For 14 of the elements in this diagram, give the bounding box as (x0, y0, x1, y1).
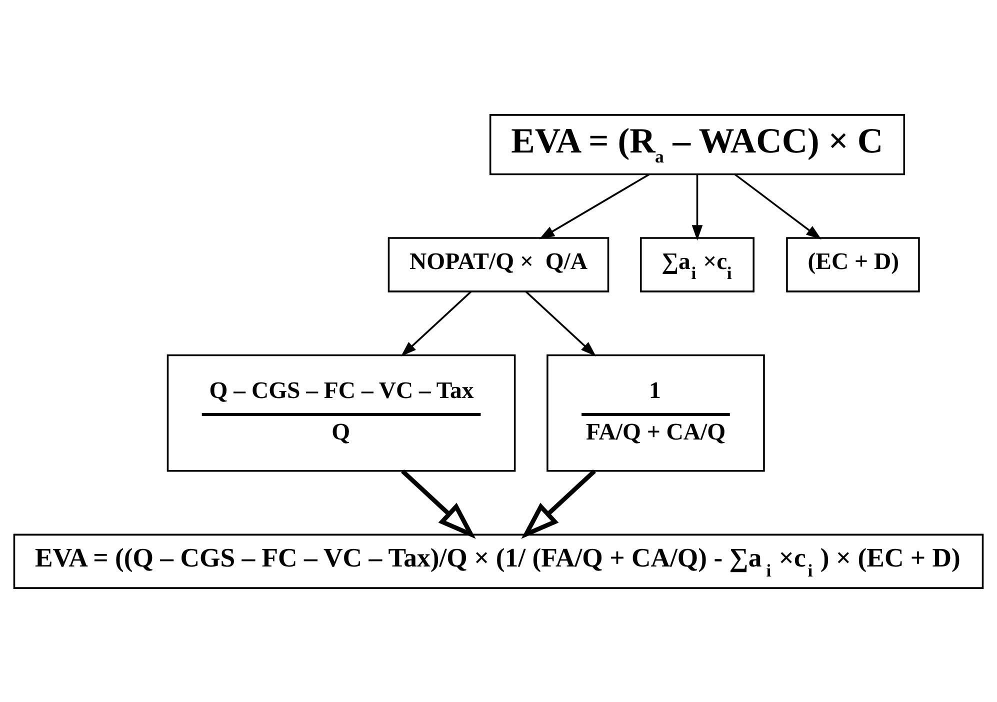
arrow (539, 173, 650, 239)
node-box: 1 FA/Q + CA/Q (546, 354, 765, 472)
arrow (401, 469, 476, 538)
arrow (692, 174, 703, 240)
arrow (734, 173, 822, 240)
arrow (521, 469, 596, 538)
arrow (525, 290, 596, 356)
node-box: ∑a$_{i}$ ×c$_{i}$ (640, 236, 754, 292)
arrow (400, 290, 472, 356)
node-box: (EC + D) (786, 236, 920, 292)
node-box: EVA = ((Q – CGS – FC – VC – Tax)/Q × (1/ (FA/Q + CA/Q) - ∑a$_{i}$ ×c$_{i}$ ) × (EC + D) (13, 533, 984, 588)
node-box: EVA = (R$_{a}$ – WACC) × C (489, 114, 906, 175)
node-box: Q – CGS – FC – VC – Tax Q (166, 354, 516, 472)
node-box: NOPAT/Q × Q/A (388, 236, 610, 292)
